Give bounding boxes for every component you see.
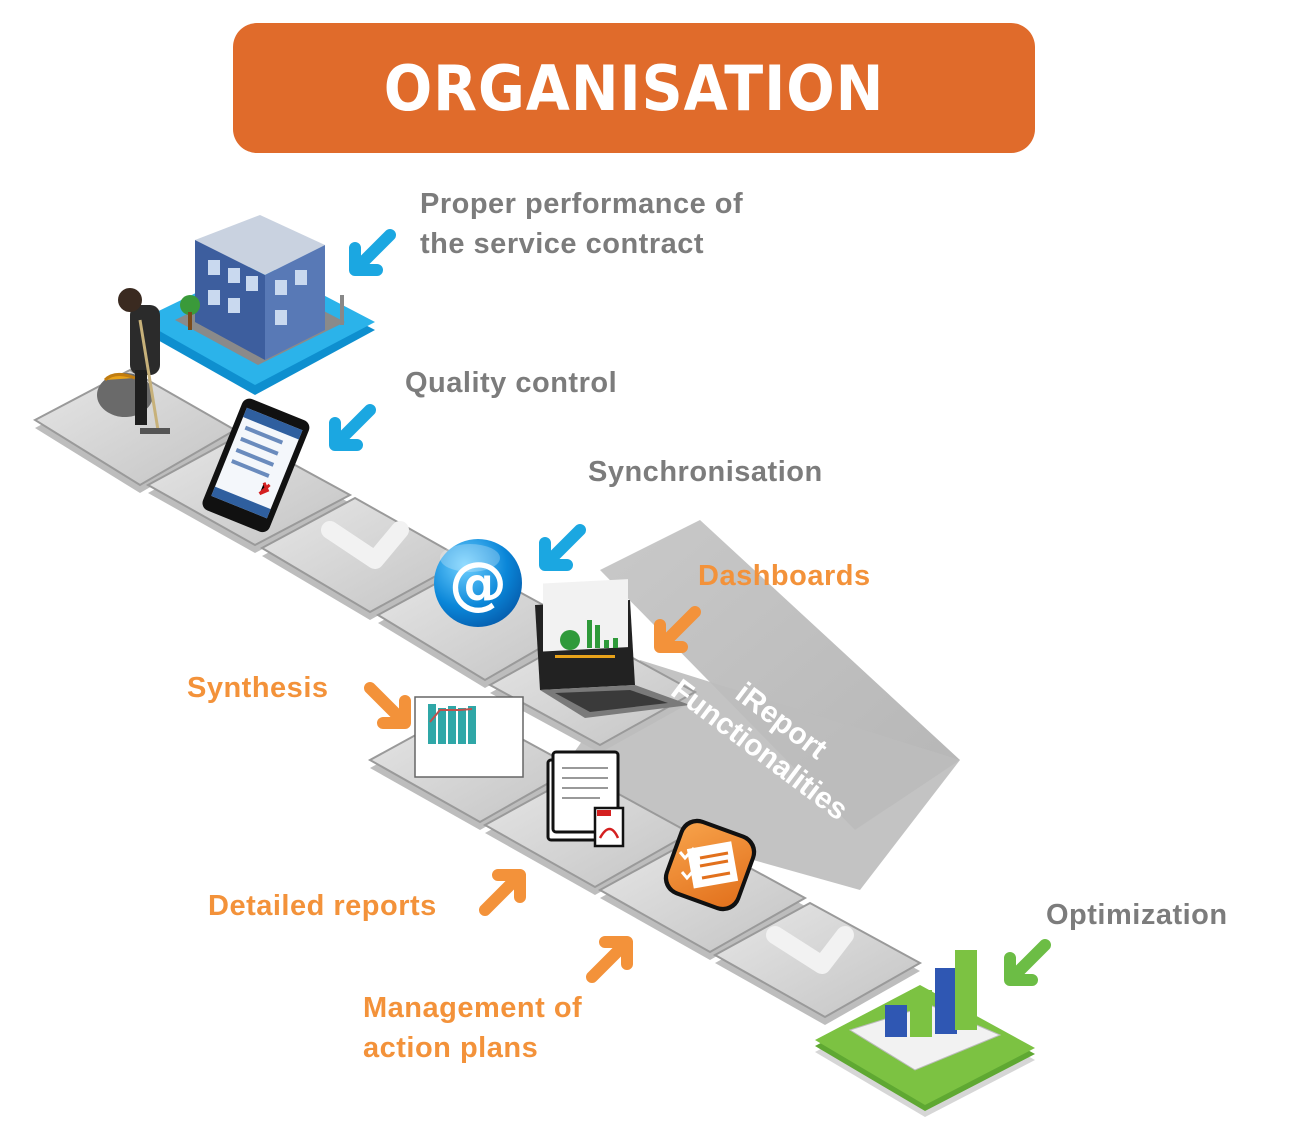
arrow-optimization — [1004, 939, 1051, 986]
label-line-2: the service contract — [420, 228, 705, 260]
arrow-service-contract — [349, 229, 396, 276]
arrow-quality-control — [329, 404, 376, 451]
label-synchronisation: Synchronisation — [588, 456, 823, 488]
label-line-1: Management of — [363, 992, 583, 1024]
label-action-plans: Management of action plans — [363, 988, 582, 1068]
page-title: ORGANISATION — [383, 51, 885, 125]
growth-chart-icon — [848, 950, 1002, 1071]
label-synthesis: Synthesis — [187, 672, 329, 704]
arrow-action-plans — [586, 936, 633, 983]
building-icon — [140, 215, 375, 395]
laptop-icon — [535, 579, 690, 718]
label-optimization: Optimization — [1046, 899, 1228, 931]
arrow-synchronisation — [539, 524, 586, 571]
label-line-2: action plans — [363, 1032, 539, 1064]
cleaner-person-icon — [97, 288, 170, 434]
arrow-dashboards — [654, 606, 701, 653]
email-at-icon: @ — [434, 539, 522, 627]
checklist-icon — [663, 818, 757, 912]
arrow-detailed-reports — [479, 869, 526, 916]
pdf-document-icon — [546, 750, 625, 848]
arrow-synthesis — [364, 682, 411, 729]
label-quality-control: Quality control — [405, 367, 618, 399]
tile-9-arrow — [712, 901, 923, 1025]
svg-text:@: @ — [449, 549, 507, 617]
title-banner: ORGANISATION — [233, 23, 1035, 153]
label-detailed-reports: Detailed reports — [208, 890, 437, 922]
smartphone-icon — [202, 398, 310, 533]
down-chevron-icon — [766, 926, 854, 974]
bar-chart-report-icon — [414, 696, 524, 778]
label-dashboards: Dashboards — [698, 560, 871, 592]
down-chevron-icon — [321, 521, 409, 569]
label-service-contract: Proper performance of the service contra… — [420, 184, 743, 264]
label-line-1: Proper performance of — [420, 188, 744, 220]
